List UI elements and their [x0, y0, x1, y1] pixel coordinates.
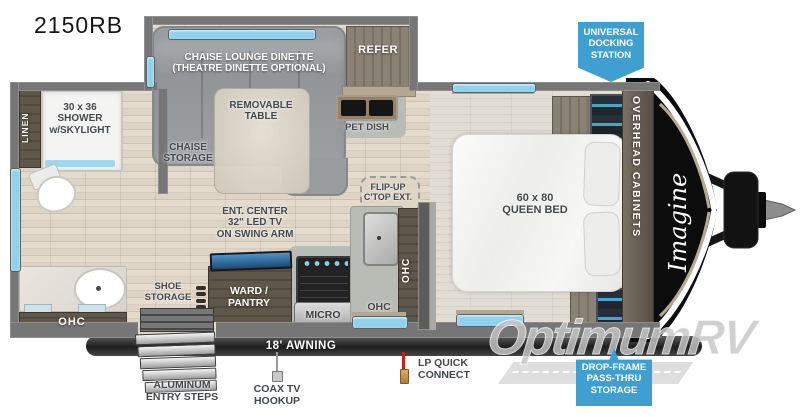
window-lintel	[352, 312, 406, 316]
shoe-storage-label: SHOE STORAGE	[144, 281, 192, 303]
dealer-watermark: OptimumRV	[485, 311, 757, 366]
refrigerator	[346, 26, 412, 92]
bedroom-bottom-window	[456, 314, 524, 327]
nightstand-top	[552, 96, 594, 140]
pet-dish-bowl	[368, 100, 393, 116]
shower	[41, 90, 123, 172]
refer-label: REFER	[358, 44, 398, 56]
step-landing	[140, 308, 214, 332]
microwave-label: MICRO	[305, 309, 341, 321]
kitchen-ohc-cabinet-label: OHC	[401, 257, 412, 283]
pet-dish	[336, 95, 398, 121]
stove-knobs	[300, 259, 348, 266]
entry-steps-label: ALUMINUM ENTRY STEPS	[145, 379, 219, 403]
cap-stripe-tan	[658, 102, 711, 209]
shoe-icon	[196, 299, 206, 303]
shoe-icon	[196, 286, 206, 290]
overhead-cabinets-label: OVERHEAD CABINETS	[629, 96, 642, 238]
shoe-icon	[196, 292, 206, 296]
lp-connect-label: LP QUICK CONNECT	[418, 357, 470, 381]
shower-label: 30 x 36 SHOWER w/SKYLIGHT	[49, 102, 111, 136]
cap-stripe-white	[645, 81, 717, 211]
kitchen-window	[352, 316, 408, 329]
lp-line-icon	[402, 352, 405, 370]
propane-cover	[723, 171, 759, 249]
coax-connector-icon	[272, 371, 283, 382]
bedroom-top-window	[452, 83, 536, 93]
slide-wall-left	[144, 16, 153, 91]
cap-stripe-tan	[658, 211, 711, 318]
entry-steps	[134, 308, 220, 394]
removable-table-label: REMOVABLE TABLE	[229, 100, 293, 123]
coupler	[763, 199, 797, 221]
coax-label: COAX TV HOOKUP	[253, 383, 301, 407]
sink-drain	[377, 236, 381, 240]
dinette-label: CHAISE LOUNGE DINETTE (THEATRE DINETTE O…	[172, 52, 326, 75]
kitchen-sink	[363, 212, 399, 266]
shoe-icon	[196, 305, 206, 309]
linen-label: LINEN	[20, 112, 30, 144]
lp-connector-icon	[400, 369, 409, 384]
queen-bed-label: 60 x 80 QUEEN BED	[502, 192, 568, 217]
sofa-seam	[200, 51, 203, 138]
removable-table	[214, 88, 310, 194]
bath-ohc-label: OHC	[58, 316, 86, 328]
kitchen-ohc-window-label: OHC	[367, 301, 391, 313]
pet-dish-label: PET DISH	[345, 122, 389, 133]
imagine-logo: Imagine	[664, 173, 692, 273]
window-lintel	[456, 310, 524, 314]
wall-bedroom-partition	[418, 202, 430, 330]
slide-side-window	[146, 56, 155, 88]
rear-window	[10, 168, 21, 272]
pet-dish-bowl	[341, 100, 366, 116]
shower-glass	[45, 160, 115, 167]
led-tv	[209, 250, 293, 272]
sink-drain	[96, 286, 101, 291]
wall-bath-partition	[158, 88, 168, 194]
universal-docking-badge: UNIVERSAL DOCKING STATION	[578, 22, 644, 82]
ent-center-label: ENT. CENTER 32" LED TV ON SWING ARM	[216, 206, 294, 240]
flip-up-label: FLIP-UP C'TOP EXT.	[363, 182, 413, 203]
ward-pantry-label: WARD / PANTRY	[228, 285, 270, 309]
awning-label: 18' AWNING	[265, 340, 337, 352]
awning-bar	[86, 336, 702, 356]
wall-top-left	[10, 82, 158, 91]
chaise-storage-label: CHAISE STORAGE	[163, 142, 213, 165]
coax-cable-icon	[276, 352, 278, 372]
slide-wall-top	[144, 16, 418, 25]
slide-wall-right	[409, 16, 418, 91]
wall-bedroom-partition-face	[430, 202, 436, 330]
stove-grate	[300, 270, 348, 298]
slide-window	[168, 29, 316, 40]
model-number: 2150RB	[34, 12, 124, 38]
